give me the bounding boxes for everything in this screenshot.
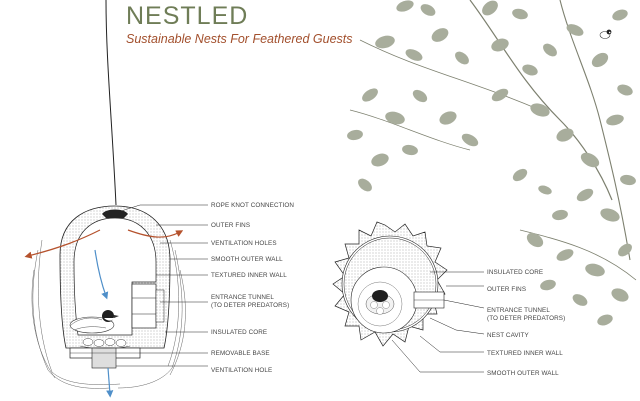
label-smooth-outer-wall: SMOOTH OUTER WALL — [211, 256, 283, 263]
page-subtitle: Sustainable Nests For Feathered Guests — [126, 32, 353, 46]
label-right-smooth-outer-wall: SMOOTH OUTER WALL — [487, 370, 559, 377]
label-outer-fins: OUTER FINS — [211, 222, 251, 229]
label-right-entrance-tunnel-note: (TO DETER PREDATORS) — [487, 315, 566, 322]
left-outer-fins — [31, 239, 186, 389]
right-leader-lines — [391, 271, 485, 373]
label-right-outer-fins: OUTER FINS — [487, 286, 527, 293]
label-right-textured-inner-wall: TEXTURED INNER WALL — [487, 350, 563, 357]
label-textured-inner-wall: TEXTURED INNER WALL — [211, 272, 287, 279]
left-nest-cavity — [73, 217, 157, 336]
label-rope-knot: ROPE KNOT CONNECTION — [211, 202, 295, 209]
birch-branches — [347, 0, 637, 326]
label-nest-cavity: NEST CAVITY — [487, 332, 529, 339]
label-right-entrance-tunnel: ENTRANCE TUNNEL — [487, 307, 550, 314]
nesting-bird-icon — [69, 310, 119, 334]
left-entrance-tunnel — [131, 283, 165, 329]
rope-knot — [102, 209, 128, 218]
hanging-rope — [105, 0, 117, 206]
airflow-arrows — [24, 229, 184, 398]
label-ventilation-hole: VENTILATION HOLE — [211, 367, 273, 374]
label-right-insulated-core: INSULATED CORE — [487, 269, 544, 276]
perched-bird-icon — [599, 29, 612, 39]
left-removable-base — [69, 347, 141, 369]
label-entrance-tunnel-note: (TO DETER PREDATORS) — [211, 302, 290, 309]
page-title: NESTLED — [126, 2, 249, 30]
right-entrance-tunnel — [413, 291, 445, 309]
label-ventilation-holes: VENTILATION HOLES — [211, 240, 277, 247]
label-entrance-tunnel: ENTRANCE TUNNEL — [211, 294, 274, 301]
label-insulated-core: INSULATED CORE — [211, 329, 268, 336]
left-leader-lines — [116, 204, 208, 367]
eggs — [79, 338, 131, 349]
label-removable-base: REMOVABLE BASE — [211, 350, 270, 357]
right-nest-cavity-bird-icon — [365, 290, 395, 315]
